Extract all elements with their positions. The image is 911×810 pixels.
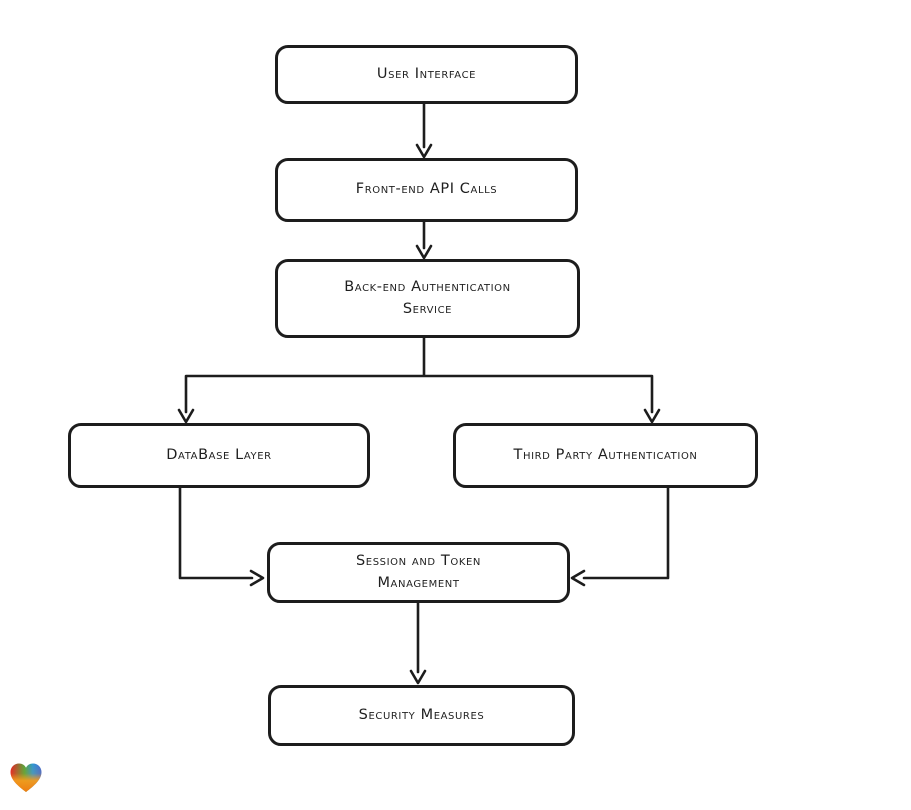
- arrowhead-right: [249, 569, 265, 587]
- node-security-measures[interactable]: Security Measures: [268, 685, 575, 746]
- node-label: Session and Token Management: [355, 552, 482, 591]
- arrowhead-down: [177, 408, 195, 424]
- edge-database-to-session: [178, 486, 254, 580]
- heart-icon: [10, 763, 42, 792]
- edge-thirdparty-to-session: [582, 486, 670, 580]
- eraser-logo[interactable]: [9, 762, 43, 794]
- node-front-end-api-calls[interactable]: Front-end API Calls: [275, 158, 578, 222]
- node-session-and-token-management[interactable]: Session and Token Management: [267, 542, 570, 603]
- arrowhead-down: [415, 143, 433, 159]
- node-label: Security Measures: [358, 706, 485, 723]
- arrowhead-down: [415, 244, 433, 260]
- node-back-end-authentication-service[interactable]: Back-end Authentication Service: [275, 259, 580, 338]
- node-database-layer[interactable]: DataBase Layer: [68, 423, 370, 488]
- node-label: Back-end Authentication Service: [344, 278, 511, 317]
- arrowhead-down: [643, 408, 661, 424]
- arrowhead-left: [570, 569, 586, 587]
- arrowhead-down: [409, 669, 427, 685]
- edge-backend-branch: [184, 335, 654, 414]
- node-label: DataBase Layer: [166, 446, 272, 463]
- node-label: User Interface: [376, 65, 477, 82]
- node-user-interface[interactable]: User Interface: [275, 45, 578, 104]
- node-label: Third Party Authentication: [513, 446, 698, 463]
- node-third-party-authentication[interactable]: Third Party Authentication: [453, 423, 758, 488]
- node-label: Front-end API Calls: [355, 181, 498, 198]
